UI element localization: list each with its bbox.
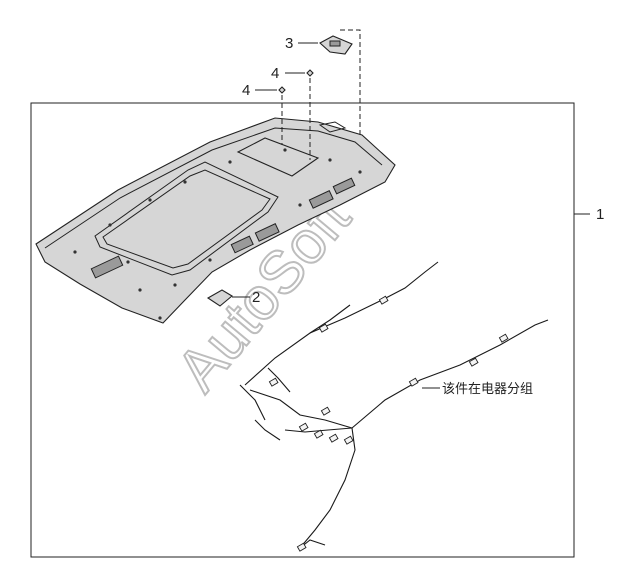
lamp-plate [236,137,320,177]
part-4-clip-upper [306,69,314,77]
electrical-group-note: 该件在电器分组 [442,382,533,397]
callout-part-3: 3 [285,35,293,52]
sunroof-opening [94,161,279,276]
wiring-harness [239,261,549,552]
grab-handle-recess [332,177,356,195]
headliner-panel [35,117,396,324]
part-4-clip-lower [278,86,286,94]
visor-recess [90,255,124,279]
callout-part-4-upper: 4 [271,65,279,82]
grab-handle-recess [230,235,254,254]
grab-handle-recess [254,223,280,242]
part-3-leader-dash [340,29,361,135]
assembly-frame [30,102,575,558]
part-2-bracket [206,289,233,307]
part-3-lamp [319,35,353,55]
callout-part-1: 1 [596,206,604,223]
clip-holes [73,148,362,320]
callout-part-2: 2 [252,289,260,306]
callout-part-4-lower: 4 [242,82,250,99]
grab-handle-recess [308,190,334,209]
